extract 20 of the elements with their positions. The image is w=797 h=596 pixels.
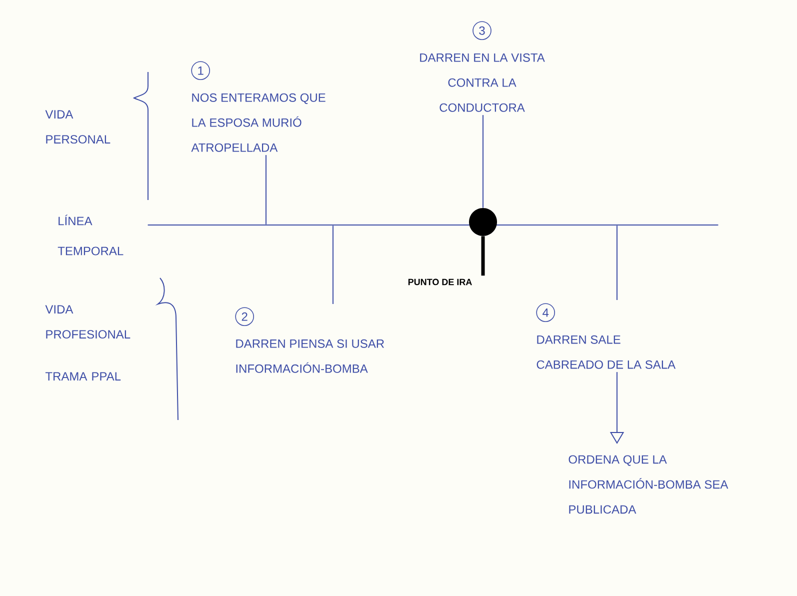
event-text: DARREN EN LA VISTA CONTRA LA CONDUCTORA (420, 53, 545, 112)
callout-text: PUNTO DE IRA (408, 278, 472, 286)
connector-line (332, 225, 334, 304)
event-text: NOS ENTERAMOS QUE LA ESPOSA MURIÓ ATROPELLADA (191, 93, 326, 152)
side-label: TRAMA PPAL (45, 372, 121, 380)
event-text: DARREN PIENSA SI USAR INFORMACIÓN-BOMBA (236, 339, 384, 373)
timeline-label: LÍNEA TEMPORAL (58, 214, 124, 256)
side-label: VIDA PERSONAL (45, 110, 110, 144)
connector-line (482, 114, 484, 208)
callout-number: 3 (472, 21, 492, 40)
timeline (148, 224, 718, 226)
callout-number: 2 (235, 307, 254, 326)
side-label: VIDA PROFESIONAL (45, 305, 130, 339)
connector-line (481, 236, 485, 276)
dot (469, 208, 497, 236)
connector-line (616, 225, 618, 300)
callout-number: 4 (536, 303, 555, 322)
event-text: DARREN SALE CABREADO DE LA SALA (536, 335, 676, 369)
event-text: ORDENA QUE LA INFORMACIÓN-BOMBA SEA PUBLICADA (568, 455, 728, 514)
callout-number: 1 (191, 61, 210, 80)
